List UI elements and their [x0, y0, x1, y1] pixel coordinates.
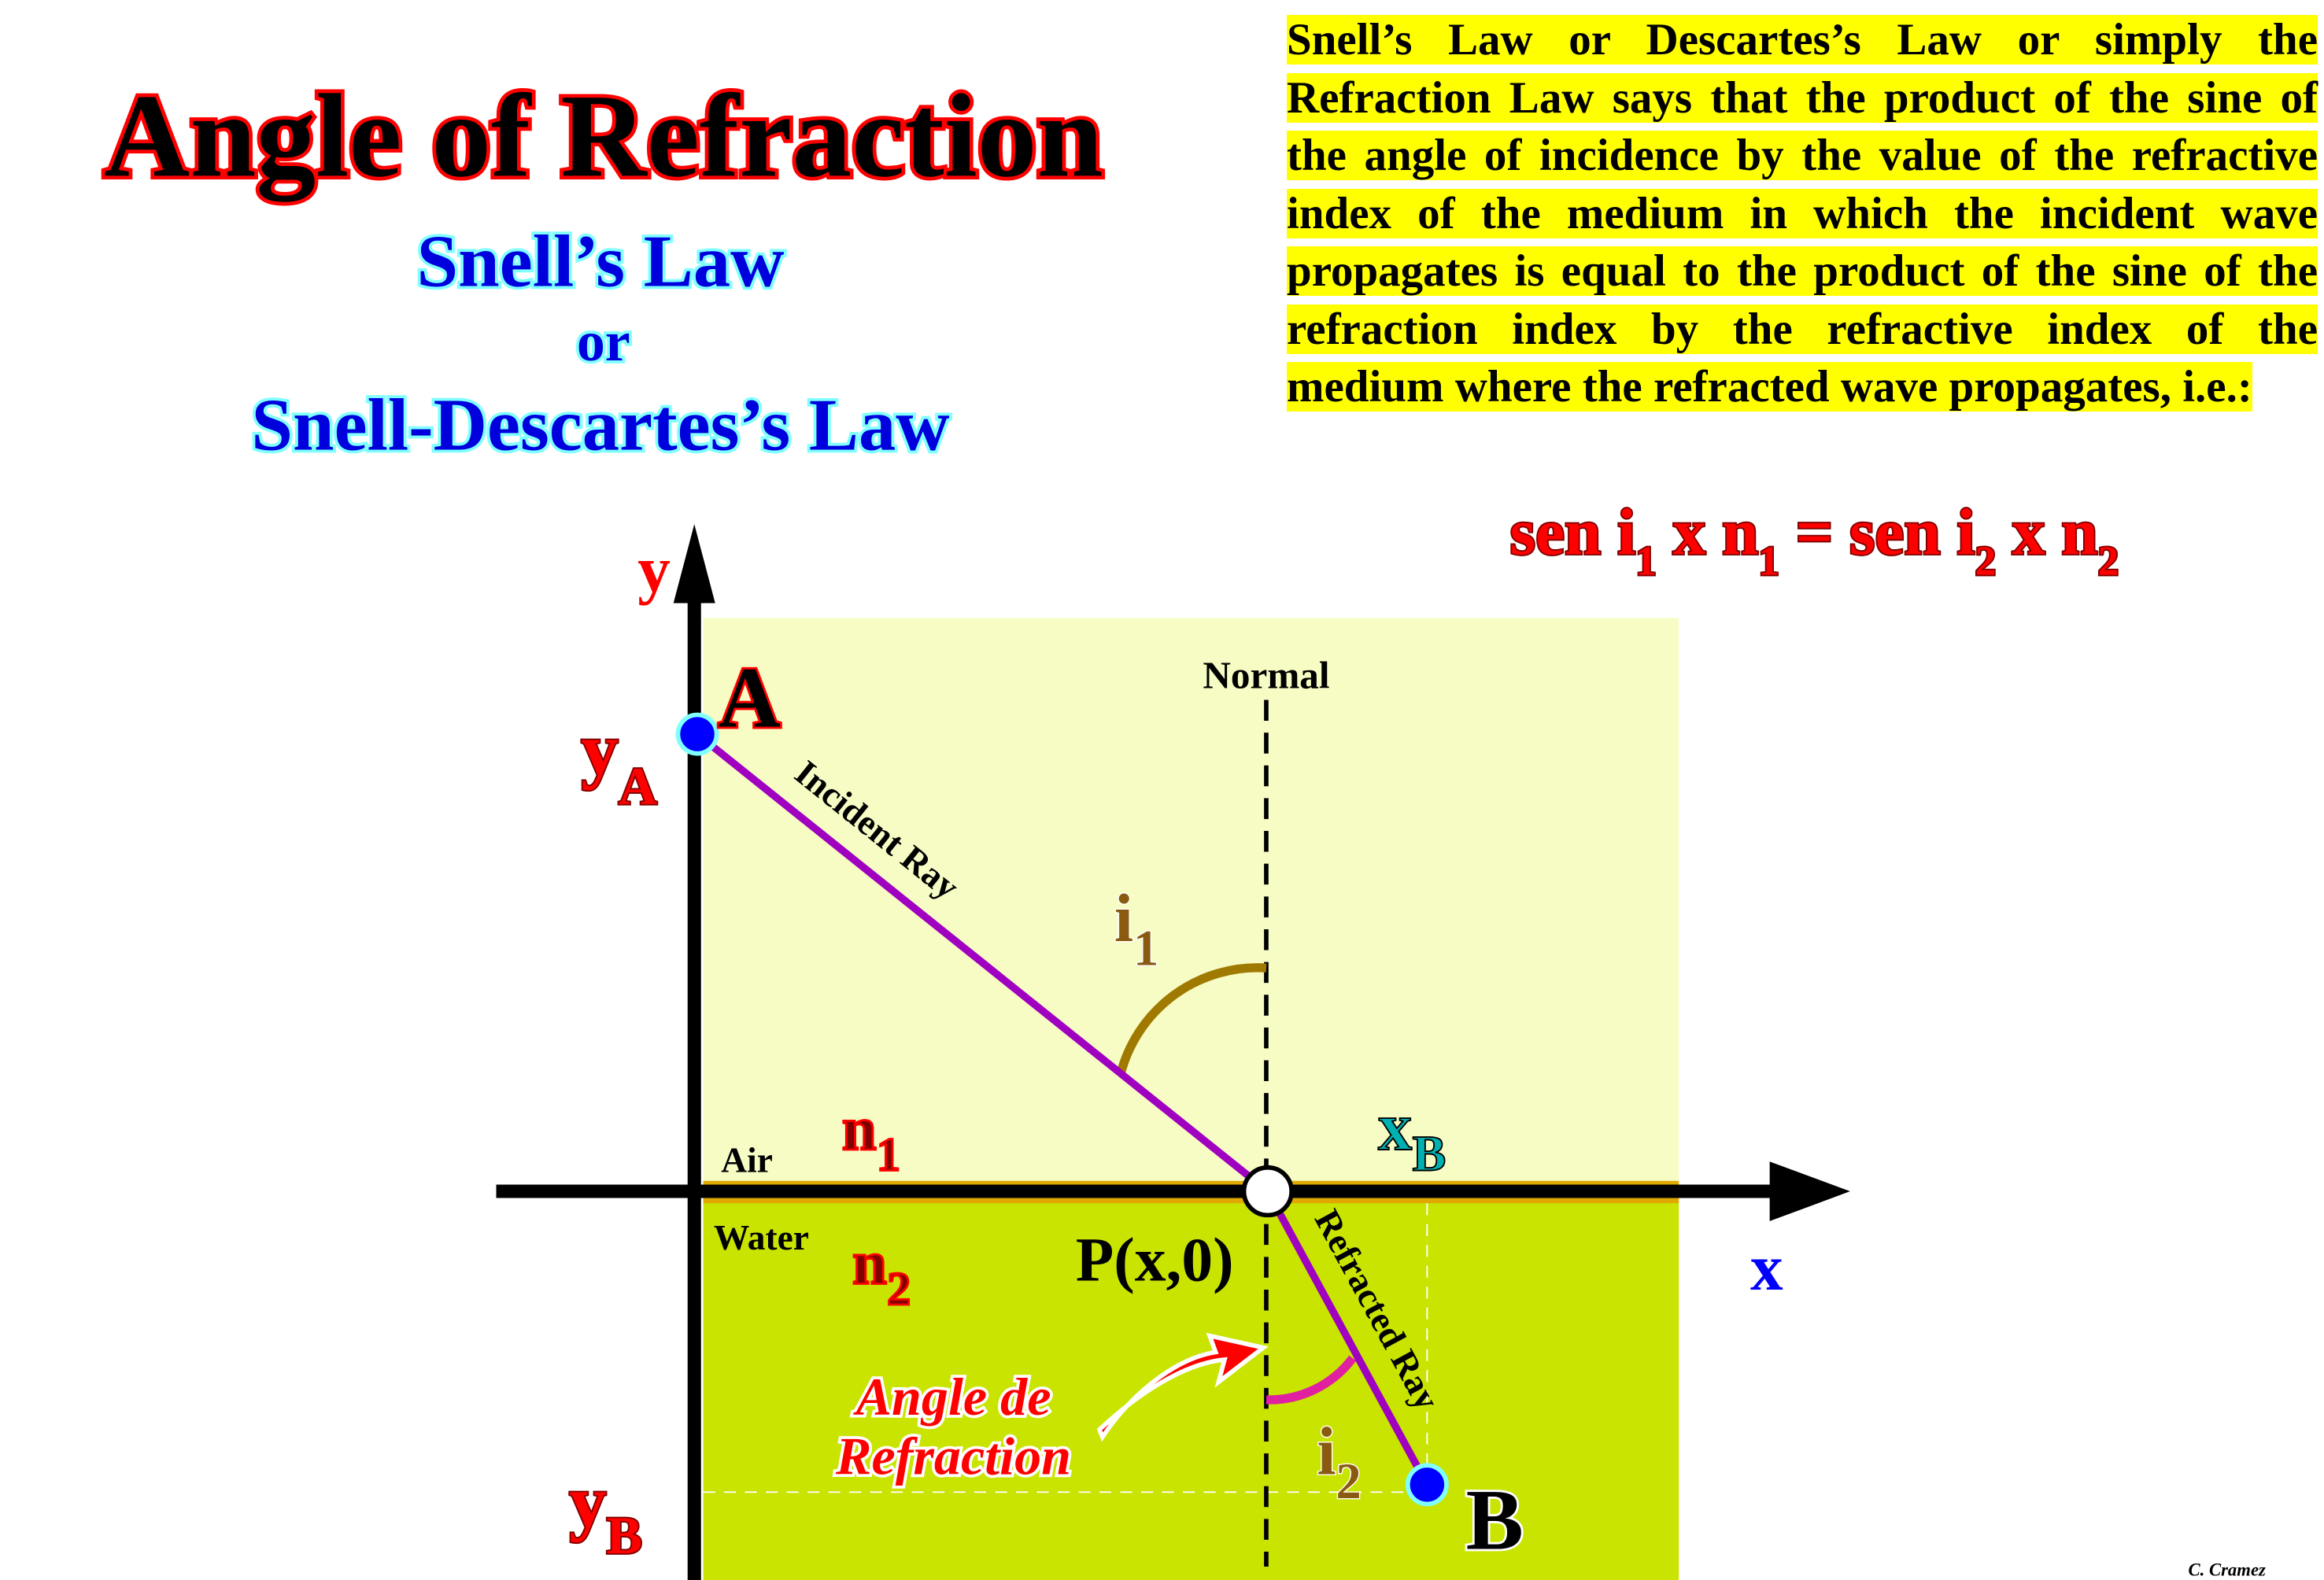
subtitle-snells-law: Snell’s Law — [417, 220, 785, 302]
water-label: Water — [714, 1218, 809, 1257]
air-region — [703, 618, 1679, 1192]
point-b-label: B — [1466, 1471, 1524, 1567]
refraction-angle-arc — [1265, 1355, 1357, 1405]
refracted-ray — [1264, 1189, 1431, 1487]
subtitle-snell-descartes: Snell-Descartes’s Law — [251, 385, 949, 467]
point-b-marker — [1405, 1463, 1449, 1507]
normal-label: Normal — [1203, 653, 1329, 696]
x-axis-arrow-icon — [1769, 1161, 1850, 1221]
y-a-label: yA — [581, 709, 657, 816]
point-a-label: A — [719, 650, 781, 746]
callout-arrow-icon — [1096, 1332, 1269, 1442]
n1-label: n1 — [842, 1095, 900, 1181]
i1-label: i1 — [1114, 880, 1158, 976]
point-p-label: P(x,0) — [1076, 1226, 1234, 1295]
water-region — [703, 1191, 1679, 1580]
x-b-label: xB — [1378, 1088, 1446, 1181]
x-axis-label: x — [1750, 1232, 1783, 1305]
y-axis-arrow-icon — [673, 524, 715, 604]
subtitle-or: or — [577, 310, 630, 373]
point-p-marker — [1241, 1165, 1294, 1218]
callout-line-2: Refraction — [835, 1427, 1071, 1486]
credit: C. Cramez — [2188, 1560, 2266, 1579]
air-label: Air — [721, 1140, 773, 1179]
point-a-marker — [675, 712, 719, 756]
incidence-angle-arc — [1115, 963, 1267, 1076]
i2-label: i2 — [1317, 1413, 1361, 1509]
snell-equation: sen i1 x n1 = sen i2 x n2 — [1510, 497, 2119, 584]
n2-label: n2 — [852, 1228, 911, 1315]
y-axis-label: y — [637, 533, 671, 606]
page-title: Angle of Refraction — [104, 69, 1103, 201]
callout-line-1: Angle de — [853, 1367, 1051, 1427]
description-text: Snell’s Law or Descartes’s Law or simply… — [1287, 15, 2318, 412]
y-b-label: yB — [569, 1461, 642, 1565]
incident-ray — [695, 731, 1270, 1194]
snells-law-description: Snell’s Law or Descartes’s Law or simply… — [1287, 11, 2318, 416]
